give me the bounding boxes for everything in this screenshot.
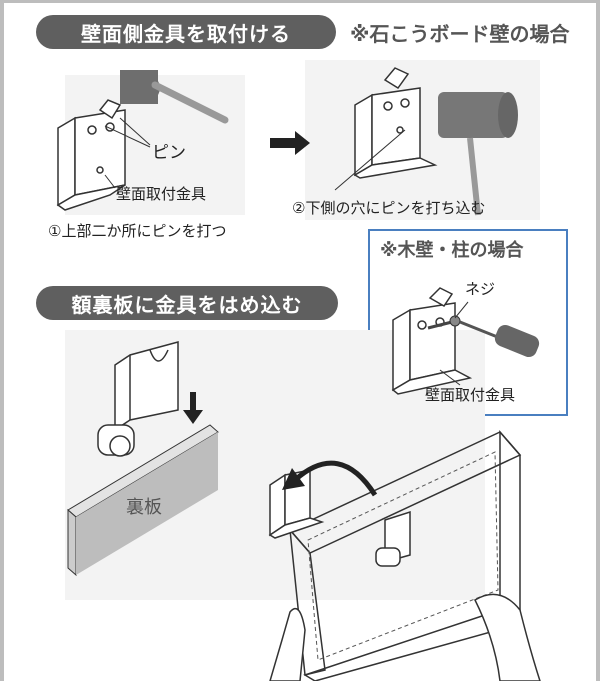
frame-top-border: [0, 0, 600, 3]
frame-hook-icon: [375, 510, 411, 567]
picture-frame-dashes: [307, 451, 499, 661]
screw-icon: [427, 315, 461, 330]
frame-right-border: [596, 0, 600, 681]
step2-leader: [334, 129, 406, 191]
wall-bracket-icon: [56, 99, 126, 211]
wall-bracket-label-1: 壁面取付金具: [116, 185, 207, 203]
frame-hook-icon: [97, 341, 179, 457]
frame-left-border: [0, 0, 4, 681]
screwdriver-icon: [459, 320, 540, 358]
hammer-icon: [120, 70, 229, 124]
screw-label: ネジ: [465, 280, 496, 298]
step1-label: ①上部二か所にピンを打つ: [48, 222, 227, 240]
backboard-label: 裏板: [126, 497, 162, 518]
backboard-panel: [67, 424, 219, 577]
wood-wall-title: ※木壁・柱の場合: [380, 240, 524, 261]
step2-label: ②下側の穴にピンを打ち込む: [292, 199, 486, 217]
wall-bracket-icon: [391, 287, 473, 395]
curved-arrow-icon: [293, 460, 378, 497]
pin-leader-2: [104, 125, 151, 148]
wall-bracket-label-2: 壁面取付金具: [425, 386, 516, 404]
hand-icon: [269, 593, 541, 681]
screw-leader: [454, 301, 469, 319]
hammer-icon: [438, 92, 518, 216]
bracket-leader-1: [104, 174, 116, 189]
bracket-leader-2: [439, 369, 461, 386]
section-title-backboard: 額裏板に金具をはめ込む: [36, 286, 338, 320]
arrow-right-icon: [270, 131, 310, 155]
gypsum-board-note: ※石こうボード壁の場合: [350, 22, 570, 46]
wall-bracket-icon: [353, 67, 438, 179]
pin-leader-1: [119, 117, 151, 146]
arrow-down-icon: [183, 392, 203, 424]
step2-bg: [305, 60, 540, 220]
pin-label: ピン: [152, 143, 186, 163]
curved-arrow-head-icon: [282, 468, 305, 490]
section-title-wall-mount: 壁面側金具を取付ける: [36, 15, 336, 49]
